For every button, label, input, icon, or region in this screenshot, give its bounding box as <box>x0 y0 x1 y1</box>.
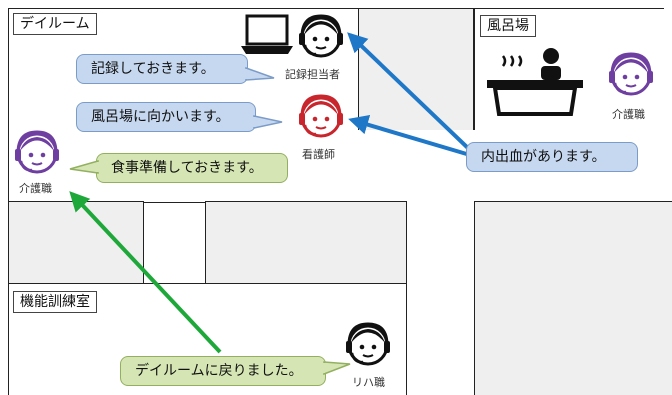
meal-bubble: 食事準備しておきます。 <box>96 153 288 183</box>
meal-bubble-tail <box>69 160 100 174</box>
nurse-headset-icon <box>299 94 343 138</box>
dayroom-label: デイルーム <box>13 13 97 35</box>
record-bubble: 記録しておきます。 <box>76 54 248 84</box>
record-staff-label: 記録担当者 <box>285 68 340 81</box>
to-bath-bubble-tail <box>252 115 283 129</box>
record-bubble-tail <box>244 66 275 81</box>
arrow-to-nurse <box>348 114 471 157</box>
meal-bubble-text: 食事準備しておきます。 <box>111 160 263 176</box>
record-bubble-text: 記録しておきます。 <box>91 61 215 77</box>
to-bath-bubble: 風呂場に向かいます。 <box>76 102 256 132</box>
arrow-to-caregiver <box>69 191 222 354</box>
bleeding-bubble-text: 内出血があります。 <box>481 149 606 165</box>
caregiver-bath-headset-icon <box>609 52 653 96</box>
caregiver-bath-label: 介護職 <box>612 108 645 121</box>
record-staff-headset-icon <box>299 14 343 58</box>
bathtub-icon <box>487 48 583 116</box>
returned-bubble-text: デイルームに戻りました。 <box>135 363 303 379</box>
returned-bubble: デイルームに戻りました。 <box>120 356 326 386</box>
rehab-label: 機能訓練室 <box>13 291 97 313</box>
returned-bubble-tail <box>322 361 351 376</box>
store-room-right <box>474 201 672 395</box>
bleeding-bubble: 内出血があります。 <box>466 142 638 172</box>
caregiver-left-headset-icon <box>15 130 59 174</box>
store-room-top <box>358 8 474 132</box>
laptop-icon <box>241 14 293 54</box>
rehab-staff-label: リハ職 <box>352 376 385 389</box>
nurse-label: 看護師 <box>302 148 335 161</box>
rehab-staff-headset-icon <box>346 322 390 366</box>
to-bath-bubble-text: 風呂場に向かいます。 <box>91 109 230 125</box>
arrow-to-record-staff <box>347 32 472 152</box>
store-room-left <box>8 201 144 285</box>
caregiver-left-label: 介護職 <box>19 182 52 195</box>
store-room-middle <box>205 201 407 285</box>
bath-label: 風呂場 <box>480 15 536 37</box>
